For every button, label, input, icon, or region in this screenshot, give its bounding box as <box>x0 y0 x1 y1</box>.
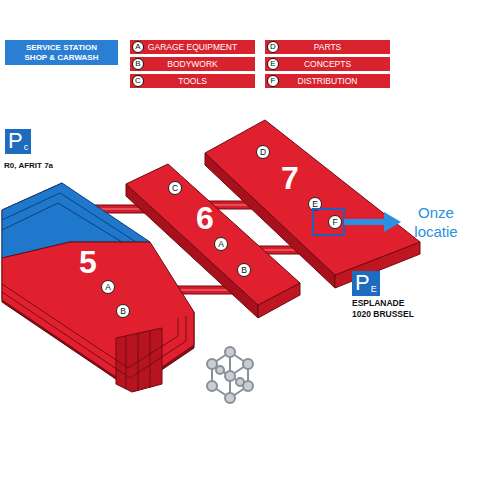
zone-letter: B <box>120 307 126 316</box>
zone-marker: B <box>237 263 251 277</box>
zone-letter: D <box>260 148 266 157</box>
zone-letter: B <box>241 266 247 275</box>
legend-box: ECONCEPTS <box>265 57 390 71</box>
legend-text: PARTS <box>279 42 390 53</box>
hall-step <box>126 336 127 389</box>
legend-letter: F <box>267 75 279 87</box>
zone-marker: A <box>214 237 228 251</box>
hall-step <box>2 292 186 378</box>
hall-step <box>138 333 139 391</box>
zone-letter: A <box>105 283 111 292</box>
hall-step <box>2 193 136 242</box>
legend-box: FDISTRIBUTION <box>265 74 390 88</box>
legend-text: DISTRIBUTION <box>279 76 390 87</box>
hall-step <box>150 331 151 388</box>
zone-marker: A <box>101 280 115 294</box>
hall-number: 7 <box>281 162 299 194</box>
exhibition-hall: 7 D E F <box>203 118 422 290</box>
zone-marker: B <box>116 304 130 318</box>
zone-letter: E <box>312 200 318 209</box>
hall-face <box>2 242 194 388</box>
parking-zone: c <box>24 142 29 152</box>
parking-zone: E <box>371 284 377 294</box>
legend-letter: B <box>132 58 144 70</box>
hall-step <box>2 284 178 368</box>
hall-face <box>205 120 420 275</box>
highlight-frame <box>313 209 344 235</box>
legend-box: AGARAGE EQUIPMENT <box>130 40 255 54</box>
address-label: ESPLANADE 1020 BRUSSEL <box>352 298 420 319</box>
hall-number: 5 <box>79 246 97 278</box>
legend-text: CONCEPTS <box>279 59 390 70</box>
parking-letter: P <box>8 130 23 152</box>
location-label: Onze locatie <box>404 204 468 242</box>
location-arrow <box>344 219 386 225</box>
legend-text: GARAGE EQUIPMENT <box>144 42 255 53</box>
location-arrowhead <box>384 212 401 232</box>
legend-box: CTOOLS <box>130 74 255 88</box>
hall-step <box>2 203 122 242</box>
parking-sign: PE <box>352 271 380 296</box>
legend-letter: C <box>132 75 144 87</box>
zone-letter: C <box>172 184 178 193</box>
parking-letter: P <box>355 272 370 294</box>
legend-box: DPARTS <box>265 40 390 54</box>
hall-face <box>116 328 162 392</box>
legend-letter: D <box>267 41 279 53</box>
zone-marker: C <box>168 181 182 195</box>
legend-letter: E <box>267 58 279 70</box>
legend-text: TOOLS <box>144 76 255 87</box>
legend-text: BODYWORK <box>144 59 255 70</box>
zone-letter: A <box>218 240 224 249</box>
service-label: SERVICE STATION SHOP & CARWASH <box>19 43 104 62</box>
legend-box: BBODYWORK <box>130 57 255 71</box>
zone-marker: F <box>328 215 342 229</box>
legend-letter: A <box>132 41 144 53</box>
atomium-icon <box>207 347 253 403</box>
zone-marker: D <box>256 145 270 159</box>
zone-letter: F <box>332 218 337 227</box>
hall-number: 6 <box>196 202 214 234</box>
parking-sign: Pc <box>5 129 31 154</box>
service-box: SERVICE STATION SHOP & CARWASH <box>5 40 118 65</box>
zone-marker: E <box>308 197 322 211</box>
exit-label: R0, AFRIT 7a <box>4 161 104 171</box>
